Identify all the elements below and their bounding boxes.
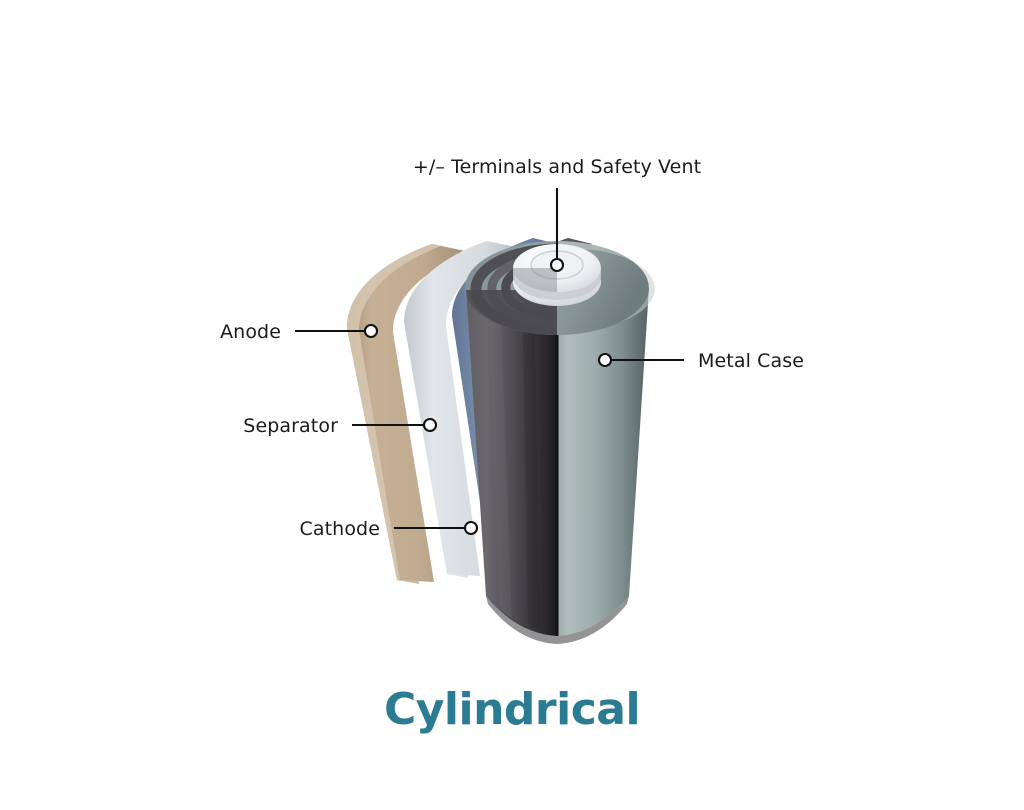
separator-layer	[404, 241, 520, 578]
callout-separator-label: Separator	[243, 415, 338, 437]
callout-terminals-dot	[549, 257, 565, 273]
battery-cylinder	[465, 241, 655, 644]
jelly-roll-body	[466, 276, 557, 636]
terminal-cap-shadow	[513, 268, 557, 292]
cylinder-bottom-rim	[486, 596, 629, 644]
callout-anode[interactable]: Anode	[220, 321, 379, 343]
callout-metal-case-dot	[597, 352, 613, 368]
metal-case-body	[557, 276, 649, 636]
figure-caption: Cylindrical	[384, 684, 640, 735]
callout-metal-case[interactable]: Metal Case	[597, 350, 804, 372]
terminal-cap-wall	[513, 268, 601, 300]
callout-cathode[interactable]: Cathode	[300, 518, 479, 540]
callout-cathode-dot	[463, 520, 479, 536]
callout-terminals-label: +/– Terminals and Safety Vent	[413, 156, 701, 178]
callout-terminals[interactable]: +/– Terminals and Safety Vent	[413, 156, 701, 273]
callout-anode-dot	[363, 323, 379, 339]
callouts-group: +/– Terminals and Safety Vent Anode Sepa…	[220, 156, 804, 540]
callout-separator[interactable]: Separator	[243, 415, 438, 437]
jelly-roll-shading	[488, 288, 540, 628]
callout-separator-dot	[422, 417, 438, 433]
cutaway-split-line	[555, 276, 559, 636]
callout-cathode-label: Cathode	[300, 518, 380, 540]
callout-metal-case-label: Metal Case	[698, 350, 804, 372]
callout-anode-label: Anode	[220, 321, 281, 343]
